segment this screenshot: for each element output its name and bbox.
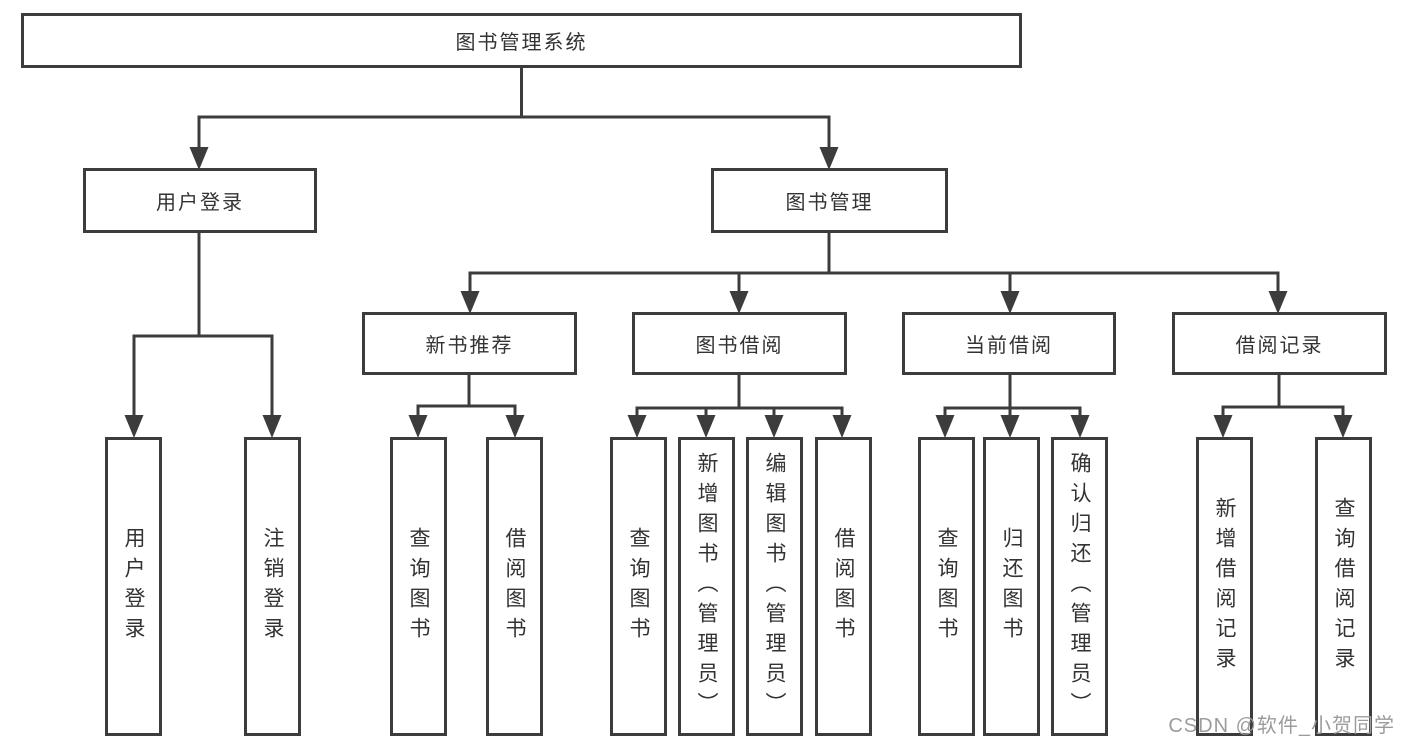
node-label: 查询图书 (627, 526, 650, 647)
leaf-add-books-admin: 新增图书（管理员） (678, 437, 735, 736)
arrowhead-icons (124, 147, 1353, 438)
leaf-edit-books-admin: 编辑图书（管理员） (746, 437, 803, 736)
csdn-watermark: CSDN @软件_小贺同学 (1168, 715, 1395, 737)
node-label: 注销登录 (261, 526, 284, 647)
node-current-borrow: 当前借阅 (902, 312, 1116, 375)
node-label: 查询图书 (407, 526, 430, 647)
leaf-user-login: 用户登录 (105, 437, 162, 736)
node-book-borrow: 图书借阅 (632, 312, 847, 375)
node-label: 当前借阅 (965, 335, 1053, 357)
node-library-management-system: 图书管理系统 (21, 13, 1022, 68)
node-label: 编辑图书（管理员） (763, 451, 786, 722)
node-label: 图书管理系统 (455, 32, 588, 54)
node-new-book-recommend: 新书推荐 (362, 312, 577, 375)
node-book-management: 图书管理 (711, 168, 948, 233)
node-label: 图书管理 (785, 192, 874, 214)
node-label: 确认归还（管理员） (1068, 451, 1091, 722)
node-label: 归还图书 (1000, 526, 1023, 647)
node-label: 查询借阅记录 (1332, 496, 1355, 677)
node-label: 用户登录 (156, 192, 244, 214)
leaf-confirm-return-admin: 确认归还（管理员） (1051, 437, 1108, 736)
node-label: 借阅记录 (1235, 335, 1324, 357)
node-label: 新书推荐 (425, 335, 514, 357)
node-label: 新增借阅记录 (1213, 496, 1236, 677)
leaf-borrow-books-under-recommend: 借阅图书 (486, 437, 543, 736)
node-borrow-records: 借阅记录 (1172, 312, 1387, 375)
leaf-borrow-books-under-borrow: 借阅图书 (815, 437, 872, 736)
node-label: 用户登录 (122, 526, 145, 647)
node-user-login: 用户登录 (83, 168, 317, 233)
leaf-logout: 注销登录 (244, 437, 301, 736)
leaf-add-borrow-record: 新增借阅记录 (1196, 437, 1253, 736)
node-label: 图书借阅 (695, 335, 784, 357)
leaf-query-books-under-borrow: 查询图书 (610, 437, 667, 736)
node-label: 查询图书 (935, 526, 958, 647)
leaf-query-books-under-current: 查询图书 (918, 437, 975, 736)
leaf-return-books: 归还图书 (983, 437, 1040, 736)
node-label: 新增图书（管理员） (695, 451, 718, 722)
node-label: 借阅图书 (503, 526, 526, 647)
leaf-query-borrow-record: 查询借阅记录 (1315, 437, 1372, 736)
leaf-query-books-under-recommend: 查询图书 (390, 437, 447, 736)
node-label: 借阅图书 (832, 526, 855, 647)
